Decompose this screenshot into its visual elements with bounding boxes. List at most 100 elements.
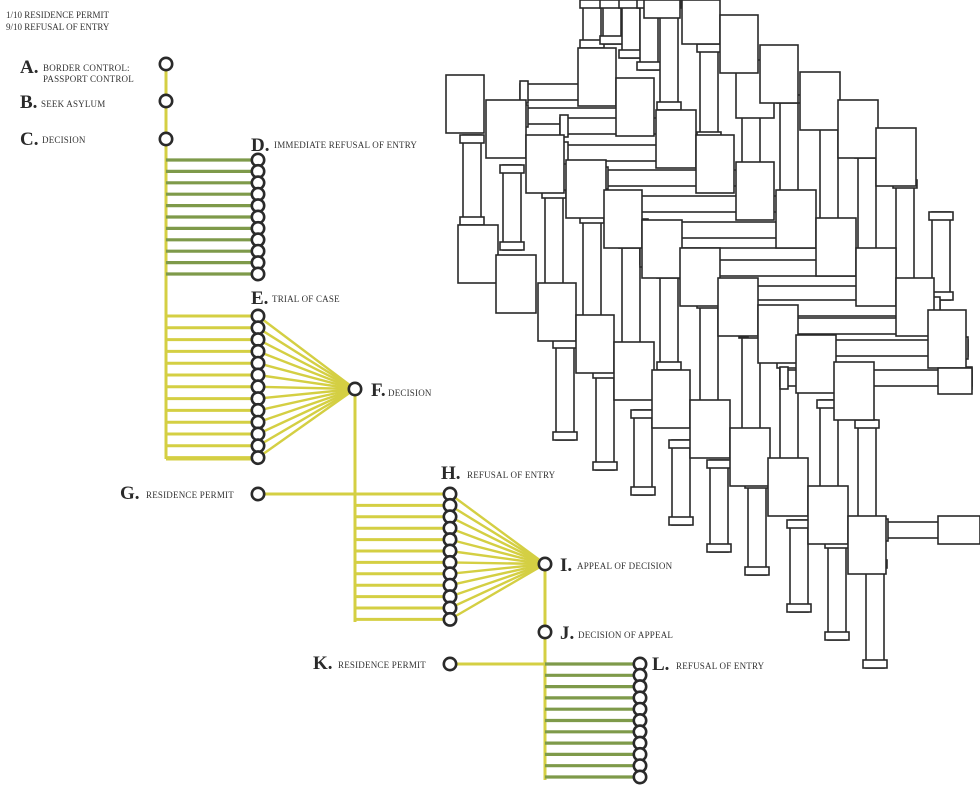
label-E-text1: TRIAL OF CASE <box>272 294 340 304</box>
fan-H-I <box>449 562 546 610</box>
node-L-circle <box>632 769 648 785</box>
label-C-letter: C. <box>20 129 38 150</box>
fan-H-I <box>449 538 546 566</box>
post-cap <box>786 603 812 613</box>
fan-H-I <box>449 561 546 566</box>
post-shaft <box>633 409 653 496</box>
block-cube <box>833 361 875 421</box>
fan-E-F <box>257 387 356 447</box>
post-shaft <box>502 164 522 251</box>
label-E: E. TRIAL OF CASE <box>251 288 340 309</box>
post-cap <box>592 461 618 471</box>
block-cube <box>651 369 691 429</box>
post-shaft <box>671 439 691 526</box>
block-illustration <box>445 0 980 669</box>
block-cube <box>729 427 771 487</box>
fan-E-F <box>257 315 356 390</box>
node-G-circle <box>250 486 266 502</box>
block-cube <box>613 341 655 401</box>
post-shaft <box>595 369 615 471</box>
block-cube <box>735 161 775 221</box>
fan-E-F <box>257 387 356 436</box>
legend-line-1: 1/10 RESIDENCE PERMIT <box>6 10 110 20</box>
block-cube <box>847 515 887 575</box>
label-H: H. REFUSAL OF ENTRY <box>441 463 555 484</box>
node-J-circle <box>537 624 553 640</box>
block-cube <box>799 71 841 131</box>
fan-H-I <box>449 562 546 598</box>
block-cube <box>495 254 537 314</box>
post-cap <box>668 516 694 526</box>
block-cube <box>717 277 759 337</box>
fan-E-F <box>257 373 356 391</box>
label-B: B. SEEK ASYLUM <box>20 92 105 113</box>
label-H-letter: H. <box>441 463 461 484</box>
block-cube <box>457 224 499 284</box>
edge-cap <box>937 367 973 395</box>
fan-E-F <box>257 387 356 424</box>
label-D-text1: IMMEDIATE REFUSAL OF ENTRY <box>274 140 417 150</box>
flow-circles <box>158 56 648 785</box>
block-cube <box>815 217 857 277</box>
block-cube <box>679 247 721 307</box>
label-J: J. DECISION OF APPEAL <box>560 623 673 644</box>
post-cap <box>656 361 682 371</box>
fan-E-F <box>257 387 356 400</box>
fan-H-I <box>449 527 546 566</box>
bar-cap <box>559 114 569 138</box>
label-F: F. DECISION <box>371 380 432 401</box>
label-A: A. BORDER CONTROL: PASSPORT CONTROL <box>20 57 134 84</box>
post-cap <box>630 486 656 496</box>
fan-E-F <box>257 387 356 412</box>
label-K: K. RESIDENCE PERMIT <box>313 653 426 674</box>
post-shaft <box>699 299 719 411</box>
post-shaft <box>865 559 885 669</box>
block-cube <box>875 127 917 187</box>
fan-E-F <box>257 388 356 459</box>
fan-E-F <box>257 326 356 391</box>
post-cap <box>928 211 954 221</box>
post-cap <box>459 216 485 226</box>
fan-E-F <box>257 350 356 391</box>
node-A-circle <box>158 56 174 72</box>
fan-H-I <box>449 562 546 575</box>
block-cube <box>757 304 799 364</box>
label-G: G. RESIDENCE PERMIT <box>120 483 234 504</box>
fan-E-F <box>257 385 356 391</box>
label-D: D. IMMEDIATE REFUSAL OF ENTRY <box>251 135 417 156</box>
block-cube <box>525 134 565 194</box>
fan-H-I <box>449 562 546 587</box>
block-cube <box>759 44 799 104</box>
block-cube <box>565 159 607 219</box>
block-cube <box>927 309 967 369</box>
post-cap <box>599 35 625 45</box>
block-cube <box>837 99 879 159</box>
fan-H-I <box>449 549 546 566</box>
label-G-letter: G. <box>120 483 140 504</box>
post-cap <box>636 61 662 71</box>
post-cap <box>499 241 525 251</box>
block-cube <box>641 219 683 279</box>
label-L: L. REFUSAL OF ENTRY <box>652 654 764 675</box>
label-B-letter: B. <box>20 92 37 113</box>
post-shaft <box>555 339 575 441</box>
fan-E-F <box>257 362 356 391</box>
node-C-circle <box>158 131 174 147</box>
fan-H-I <box>449 504 546 566</box>
block-cube <box>575 314 615 374</box>
label-I-text1: APPEAL OF DECISION <box>577 561 673 571</box>
label-F-text1: DECISION <box>388 388 432 398</box>
label-A-letter: A. <box>20 57 38 78</box>
post-cap <box>744 566 770 576</box>
fan-H-I <box>449 562 546 621</box>
block-cube <box>603 189 643 249</box>
label-E-letter: E. <box>251 288 268 309</box>
node-I-circle <box>537 556 553 572</box>
block-cube <box>485 99 527 159</box>
label-C-text1: DECISION <box>42 135 86 145</box>
post-cap <box>459 134 485 144</box>
label-A-text2: PASSPORT CONTROL <box>43 74 134 84</box>
block-cube <box>689 399 731 459</box>
fan-H-I <box>449 493 546 565</box>
